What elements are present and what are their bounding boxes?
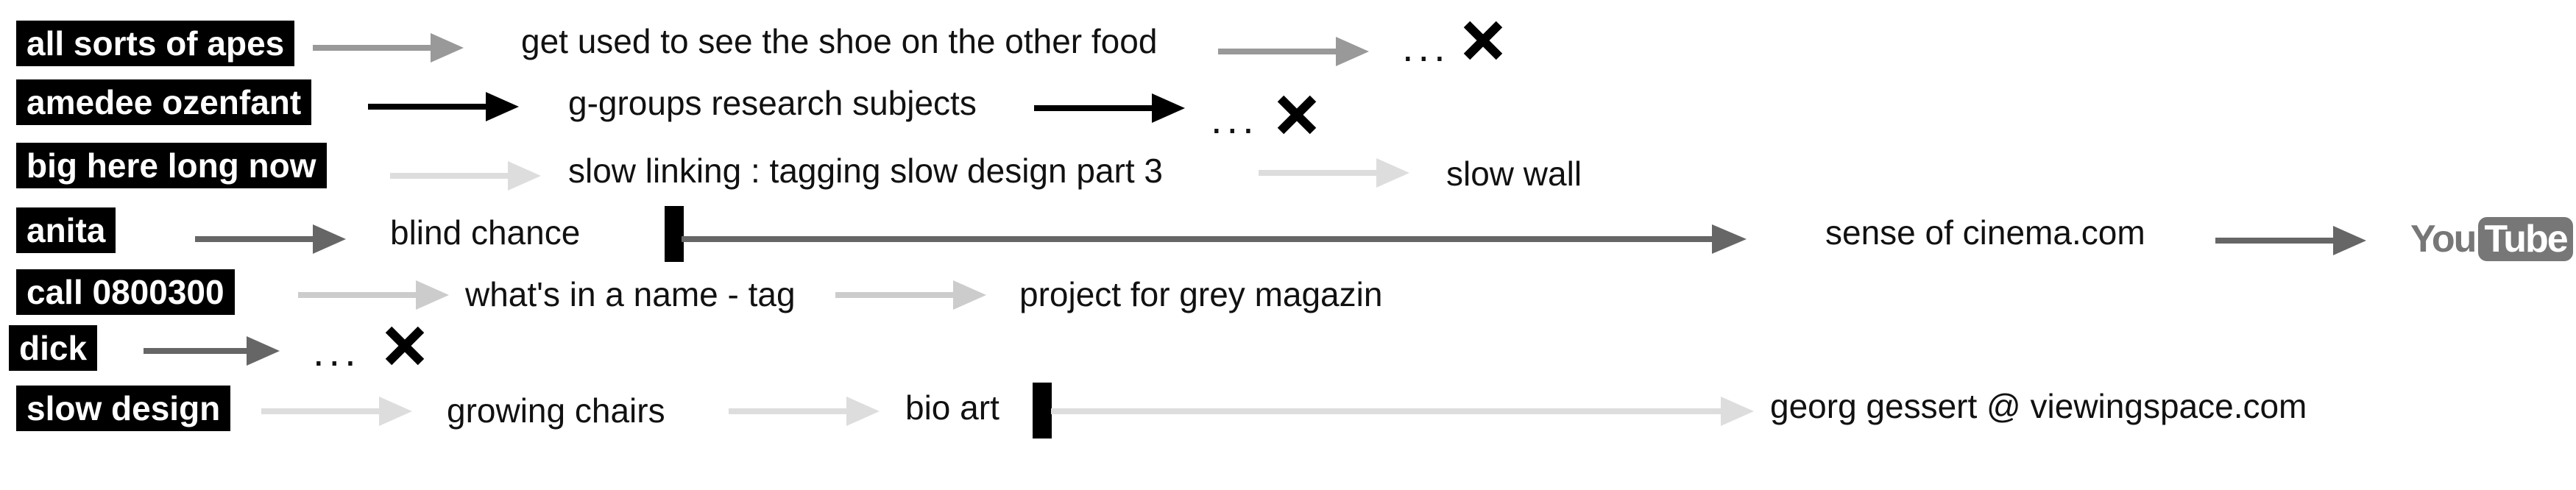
node-text[interactable]: g-groups research subjects — [568, 84, 977, 122]
arrow-icon — [390, 161, 541, 191]
arrow-icon — [1259, 158, 1409, 188]
node-text[interactable]: bio art — [905, 388, 999, 427]
row-dick: dick ... — [0, 324, 2576, 383]
arrow-icon — [368, 92, 519, 121]
tag-label[interactable]: dick — [9, 325, 98, 371]
node-text[interactable]: blind chance — [390, 213, 581, 252]
ellipsis: ... — [313, 328, 361, 374]
tag-label[interactable]: anita — [16, 207, 116, 253]
ellipsis: ... — [1211, 96, 1259, 142]
cross-icon — [1463, 21, 1503, 60]
arrow-icon — [1051, 397, 1754, 426]
row-amedee-ozenfant: amedee ozenfant g-groups research subjec… — [0, 75, 2576, 141]
cross-icon — [385, 326, 425, 366]
bar-icon — [1033, 383, 1052, 438]
arrow-icon — [261, 397, 412, 426]
node-text[interactable]: project for grey magazin — [1019, 275, 1383, 313]
tag-label[interactable]: slow design — [16, 386, 231, 431]
arrow-icon — [1218, 37, 1369, 66]
node-text[interactable]: georg gessert @ viewingspace.com — [1770, 387, 2307, 425]
tag-label[interactable]: all sorts of apes — [16, 21, 295, 66]
arrow-icon — [835, 280, 986, 310]
row-call-0800300: call 0800300 what's in a name - tag proj… — [0, 266, 2576, 325]
arrow-icon — [195, 224, 346, 254]
bar-icon — [665, 206, 684, 262]
arrow-icon — [682, 224, 1747, 254]
youtube-logo-tube: Tube — [2478, 217, 2573, 261]
arrow-icon — [313, 33, 464, 63]
tag-label[interactable]: big here long now — [16, 143, 327, 188]
youtube-logo-you: You — [2410, 218, 2477, 260]
cross-icon — [1277, 95, 1317, 135]
ellipsis: ... — [1402, 24, 1450, 70]
node-text[interactable]: slow linking : tagging slow design part … — [568, 152, 1164, 190]
node-text[interactable]: growing chairs — [447, 391, 665, 430]
tag-label[interactable]: call 0800300 — [16, 269, 235, 315]
node-text[interactable]: slow wall — [1446, 155, 1582, 193]
node-text[interactable]: get used to see the shoe on the other fo… — [521, 22, 1158, 60]
arrow-icon — [729, 397, 880, 426]
tag-label[interactable]: amedee ozenfant — [16, 79, 312, 125]
arrow-icon — [2215, 226, 2366, 255]
node-text[interactable]: what's in a name - tag — [465, 275, 796, 313]
youtube-logo[interactable]: You Tube — [2410, 216, 2573, 262]
row-big-here-long-now: big here long now slow linking : tagging… — [0, 140, 2576, 199]
row-all-sorts-of-apes: all sorts of apes get used to see the sh… — [0, 15, 2576, 74]
arrow-icon — [298, 280, 449, 310]
row-anita: anita blind chance sense of cinema.com Y… — [0, 206, 2576, 265]
arrow-icon — [1034, 93, 1185, 123]
arrow-icon — [144, 336, 280, 366]
node-text[interactable]: sense of cinema.com — [1825, 213, 2145, 252]
row-slow-design: slow design growing chairs bio art georg… — [0, 383, 2576, 441]
